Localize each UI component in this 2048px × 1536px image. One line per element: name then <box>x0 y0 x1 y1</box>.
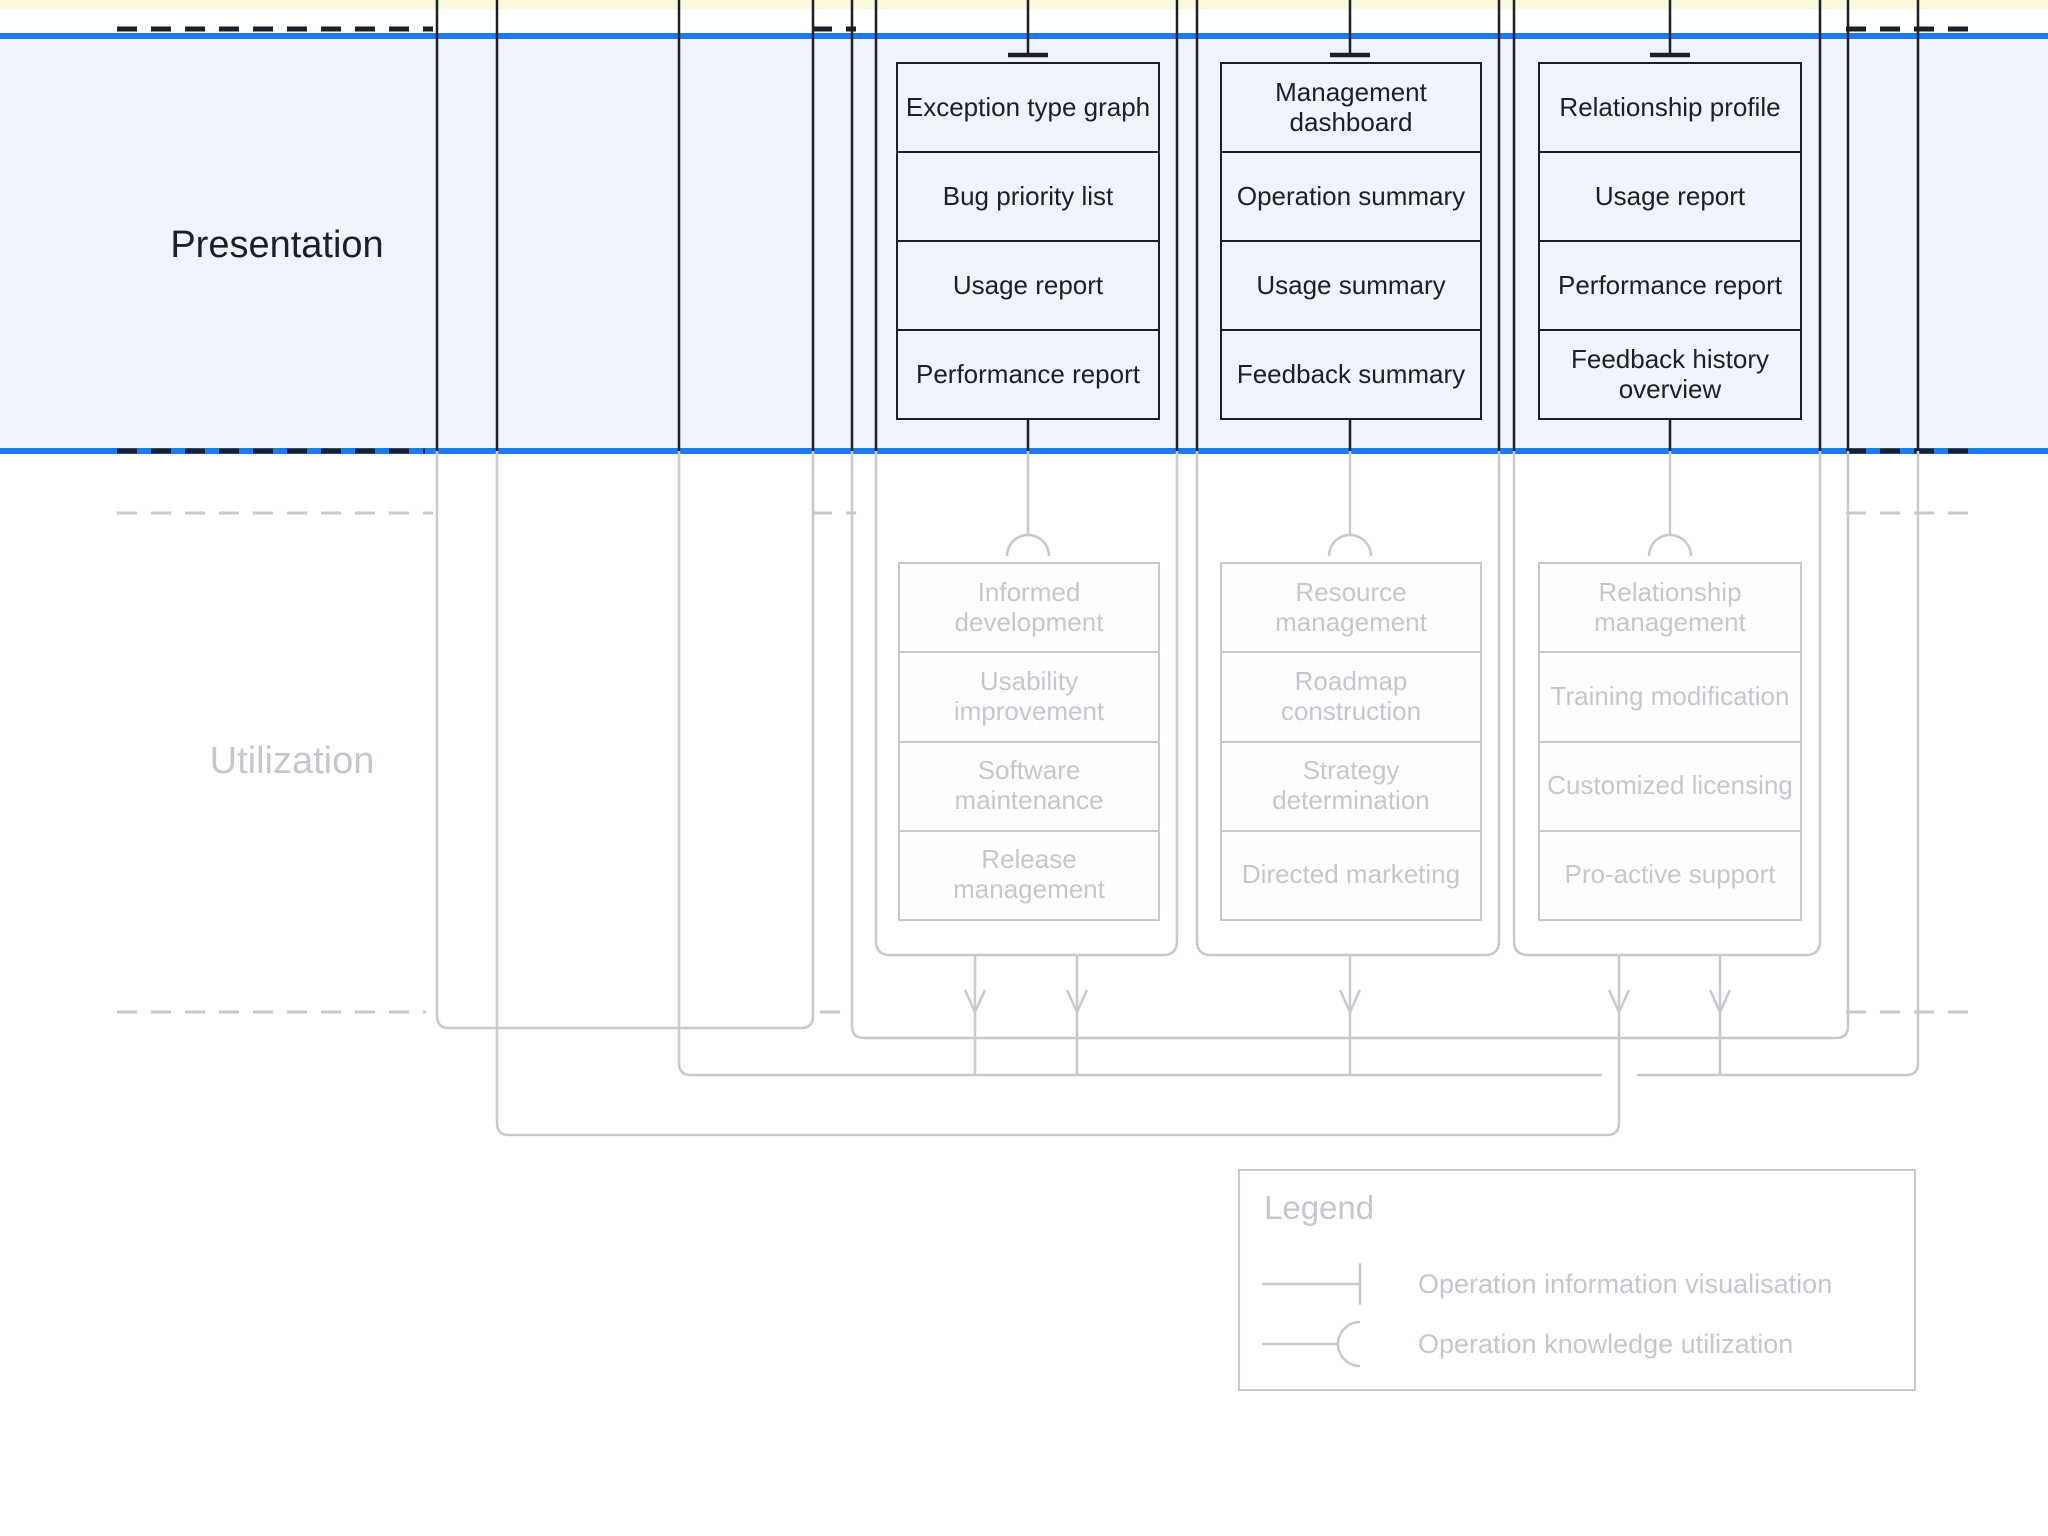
stack-row: Release management <box>900 829 1158 919</box>
bus-h0 <box>435 451 815 1030</box>
stack-row: Operation summary <box>1222 151 1480 240</box>
stack-row-label: Pro-active support <box>1564 859 1776 890</box>
stack-row-label: Software maintenance <box>954 755 1104 816</box>
presentation-band-label: Presentation <box>170 224 384 266</box>
stack-row-label: Feedback summary <box>1236 358 1466 389</box>
legend-box: Legend Operation information visualisati… <box>1238 1169 1916 1391</box>
stack-row: Directed marketing <box>1222 829 1480 919</box>
stack-row-label: Customized licensing <box>1547 770 1793 801</box>
stack-row: Strategy determination <box>1222 740 1480 830</box>
stack-row: Resource management <box>1222 564 1480 651</box>
stack-row-label: Usage report <box>952 269 1104 300</box>
stack-row-label: Relationship management <box>1594 576 1746 637</box>
stack-row-label: Training modification <box>1550 680 1790 711</box>
legend-entry-visualisation: Operation information visualisation <box>1256 1259 1832 1309</box>
stack-row: Training modification <box>1540 651 1800 740</box>
bus-h3 <box>495 451 1621 1137</box>
socket-arc-connectors <box>1005 533 1693 557</box>
bus-h2 <box>677 451 1920 1077</box>
t-bar-connector-icon <box>1262 1263 1362 1305</box>
stack-row-label: Performance report <box>1558 269 1782 300</box>
presentation-output-stubs <box>1026 420 1672 451</box>
stack-row-label: Usage summary <box>1256 269 1446 300</box>
stack-row-label: Directed marketing <box>1241 859 1461 890</box>
stack-row: Roadmap construction <box>1222 651 1480 740</box>
tool-container-3 <box>1512 451 1822 957</box>
stack-row: Relationship profile <box>1540 64 1800 151</box>
stack-row-label: Exception type graph <box>905 91 1151 122</box>
socket-connector-icon <box>1262 1320 1361 1368</box>
stack-row-label: Feedback history overview <box>1571 343 1769 404</box>
stack-row: Performance report <box>1540 240 1800 329</box>
stack-row: Pro-active support <box>1540 829 1800 919</box>
stack-row: Usage summary <box>1222 240 1480 329</box>
stack-row-label: Usage report <box>1594 180 1746 211</box>
stack-row-label: Resource management <box>1275 576 1427 637</box>
stack-row-label: Operation summary <box>1236 180 1466 211</box>
stack-row-label: Performance report <box>916 358 1140 389</box>
tool-container-1 <box>874 451 1179 957</box>
stack-row: Informed development <box>900 564 1158 651</box>
stack-row-label: Relationship profile <box>1559 91 1781 122</box>
legend-entry-utilization: Operation knowledge utilization <box>1256 1319 1793 1369</box>
stack-row-label: Management dashboard <box>1275 76 1427 137</box>
stack-row-label: Strategy determination <box>1272 755 1430 816</box>
container-output-stubs <box>973 955 1722 1075</box>
stack-row: Customized licensing <box>1540 740 1800 830</box>
legend-entry-label: Operation information visualisation <box>1418 1268 1833 1299</box>
upper-layer-edge <box>0 0 2048 9</box>
stack-row: Feedback history overview <box>1540 329 1800 418</box>
stack-row: Software maintenance <box>900 740 1158 830</box>
downward-arrowheads <box>963 989 1732 1016</box>
stack-row: Exception type graph <box>898 64 1158 151</box>
stack-row-label: Bug priority list <box>942 180 1114 211</box>
stack-row-label: Usability improvement <box>953 665 1105 726</box>
utilization-band-label: Utilization <box>209 740 375 782</box>
stack-row-label: Release management <box>953 844 1105 905</box>
stack-row: Usage report <box>898 240 1158 329</box>
stack-row-label: Roadmap construction <box>1280 665 1422 726</box>
utilization-input-stems <box>1026 451 1672 535</box>
stack-row: Usability improvement <box>900 651 1158 740</box>
stack-row: Relationship management <box>1540 564 1800 651</box>
stack-row: Bug priority list <box>898 151 1158 240</box>
t-bar-stems <box>1026 0 1672 53</box>
stack-row: Feedback summary <box>1222 329 1480 418</box>
stack-row-label: Informed development <box>954 576 1104 637</box>
stack-row: Management dashboard <box>1222 64 1480 151</box>
vertical-wires-highlighted <box>435 0 1920 451</box>
legend-entry-label: Operation knowledge utilization <box>1418 1328 1794 1359</box>
tool-container-2 <box>1195 451 1501 957</box>
legend-title: Legend <box>1264 1189 1375 1226</box>
stack-row: Usage report <box>1540 151 1800 240</box>
stack-row: Performance report <box>898 329 1158 418</box>
